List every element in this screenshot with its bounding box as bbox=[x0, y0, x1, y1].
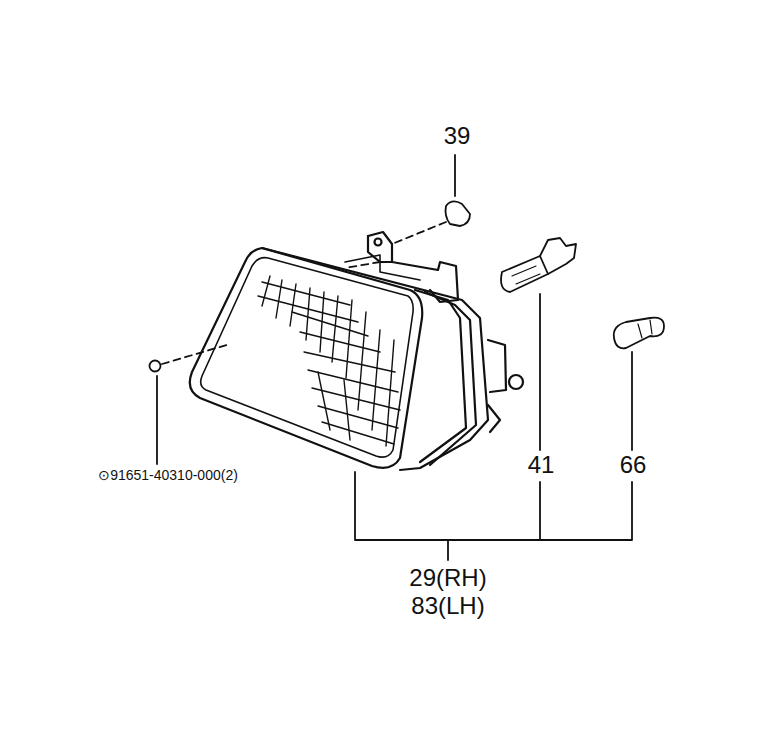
callout-number: 29(RH) bbox=[409, 566, 486, 590]
part-number: ⊙91651-40310-000(2) bbox=[98, 468, 238, 482]
callout-number: 83(LH) bbox=[411, 594, 484, 618]
callout-number: 39 bbox=[444, 124, 471, 148]
callout-number: 41 bbox=[528, 453, 555, 477]
callout-number: 66 bbox=[620, 453, 647, 477]
